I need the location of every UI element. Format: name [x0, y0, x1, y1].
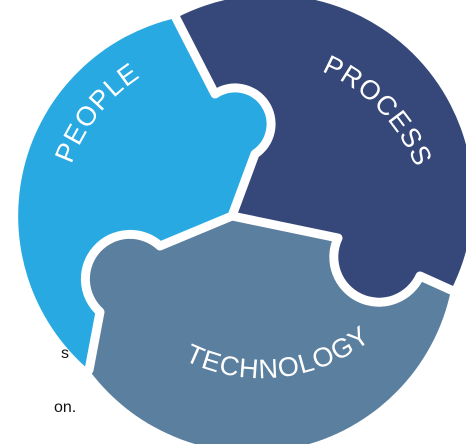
- process-piece: [176, 0, 466, 303]
- piece-separators: [80, 13, 456, 375]
- clipped-text-line-2: on.: [54, 399, 77, 416]
- clipped-text-line-1: s: [61, 345, 69, 362]
- technology-piece: [85, 216, 451, 444]
